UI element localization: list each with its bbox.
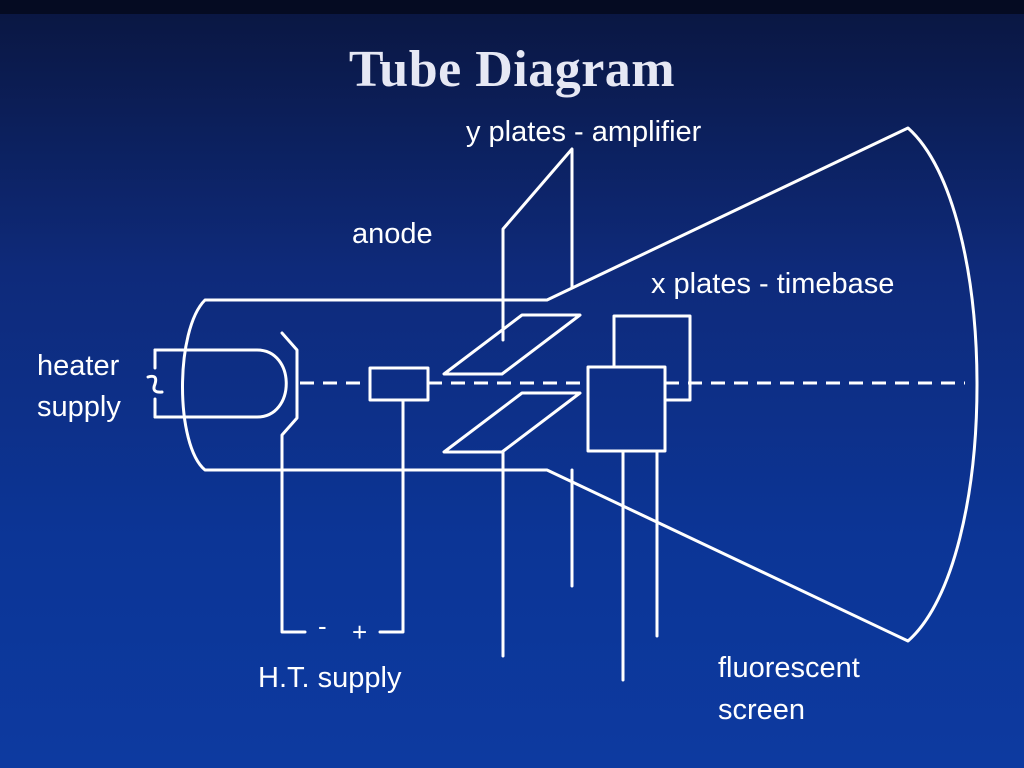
heater-filament: [153, 348, 288, 419]
heater-supply-label-line2: supply: [37, 391, 121, 423]
anode-lead: [378, 398, 405, 634]
x-plate-front: [586, 365, 667, 453]
screen-label-line1: fluorescent: [718, 652, 860, 684]
y-plate-top: [442, 313, 582, 376]
anode-electrode: [368, 366, 430, 402]
x-plates-label: x plates - timebase: [651, 268, 895, 300]
cathode-grid: [280, 331, 307, 634]
slide-title: Tube Diagram: [348, 41, 676, 98]
y-plate-bottom: [442, 391, 582, 454]
ht-plus-sign: +: [352, 617, 368, 647]
screen-label-line2: screen: [718, 694, 806, 726]
y-plate-top-lead: [501, 147, 574, 342]
slide-top-band: [0, 0, 1024, 14]
tube-envelope: [181, 126, 979, 643]
y-plates-label: y plates - amplifier: [466, 116, 702, 148]
ht-supply-label: H.T. supply: [258, 662, 402, 694]
ac-symbol-icon: [146, 374, 164, 394]
x-plate-back: [612, 314, 692, 402]
heater-supply-label-line1: heater: [37, 350, 120, 382]
anode-label: anode: [352, 218, 433, 250]
ht-minus-sign: -: [318, 611, 327, 641]
